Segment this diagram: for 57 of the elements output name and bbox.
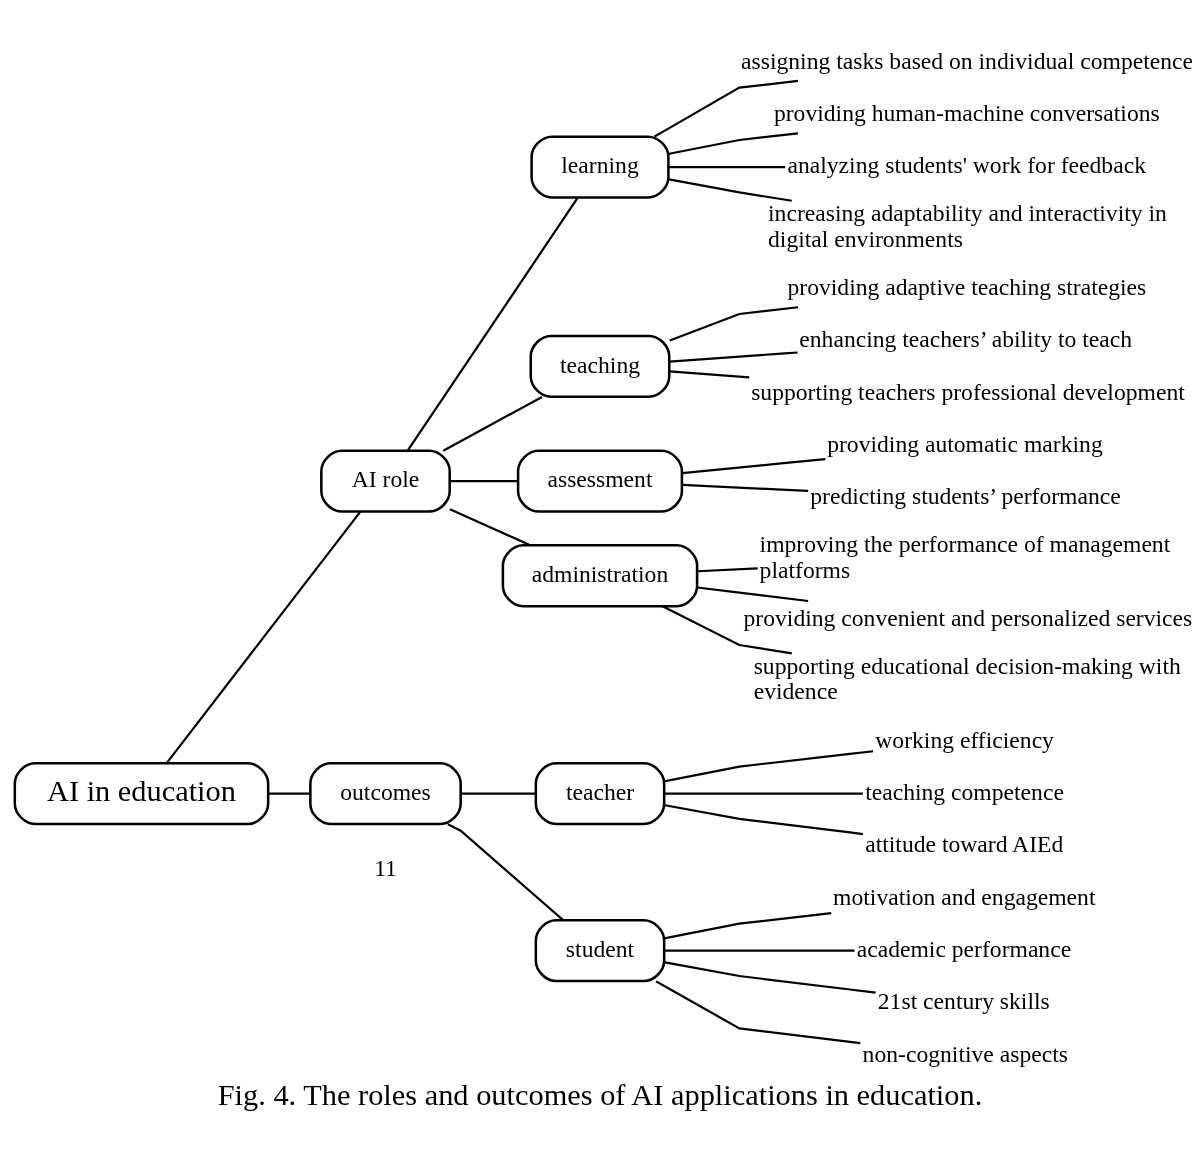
node-text: teaching competence [865,778,1064,805]
caption: Fig. 4. The roles and outcomes of AI applications in education. [217,1077,983,1112]
node-text: improving the performance of management platforms [759,530,1171,583]
node-box: learning [530,134,670,199]
connector [442,395,543,452]
node-text: predicting students’ performance [810,482,1121,509]
node-text: non-cognitive aspects [862,1040,1068,1067]
connector [682,457,826,474]
node-text: assigning tasks based on individual competence [741,47,1194,74]
connector [669,305,799,341]
connector [682,483,809,492]
node-text: academic performance [856,935,1072,962]
connector [664,803,864,835]
node-box: student [534,918,666,982]
connector [697,585,809,602]
label: 11 [374,854,397,881]
connector [668,177,792,202]
node-text: increasing adaptability and interactivity in digital environments [768,199,1167,252]
node-text: providing convenient and personalized services [743,604,1193,631]
connector [406,196,579,451]
connector [664,911,832,939]
node-text: attitude toward AIEd [865,830,1064,857]
connector [664,792,863,795]
node-text: working efficiency [875,726,1054,752]
node-text: motivation and engagement [833,883,1096,910]
node-box: teaching [529,334,671,398]
connector [697,566,758,572]
connector [669,350,798,363]
connector [664,949,855,952]
node-box: assessment [516,449,684,513]
node-box: outcomes [309,761,462,825]
node-text: providing automatic marking [827,430,1103,457]
node-text: providing human-machine conversations [773,99,1160,126]
connector [664,960,876,994]
connector [268,792,310,795]
connector [165,510,362,764]
connector [655,979,861,1044]
connector [461,792,536,795]
connector [661,604,792,654]
node-text: supporting educational decision-making with evidence [753,652,1181,704]
connector [669,165,786,168]
node-box: teacher [534,761,666,825]
node-text: 21st century skills [877,987,1050,1014]
connector [653,79,799,138]
connector [450,479,518,482]
node-text: supporting teachers professional development [751,378,1185,405]
connector [447,822,564,921]
node-box: administration [501,543,699,607]
connector [449,507,531,546]
node-box: AI in education [13,761,270,825]
connector [669,369,750,379]
node-text: enhancing teachers’ ability to teach [799,325,1133,352]
connector [668,131,799,155]
node-text: analyzing students' work for feedback [787,151,1146,178]
node-text: providing adaptive teaching strategies [787,273,1147,300]
connector [664,749,874,782]
node-box: AI role [320,449,451,513]
